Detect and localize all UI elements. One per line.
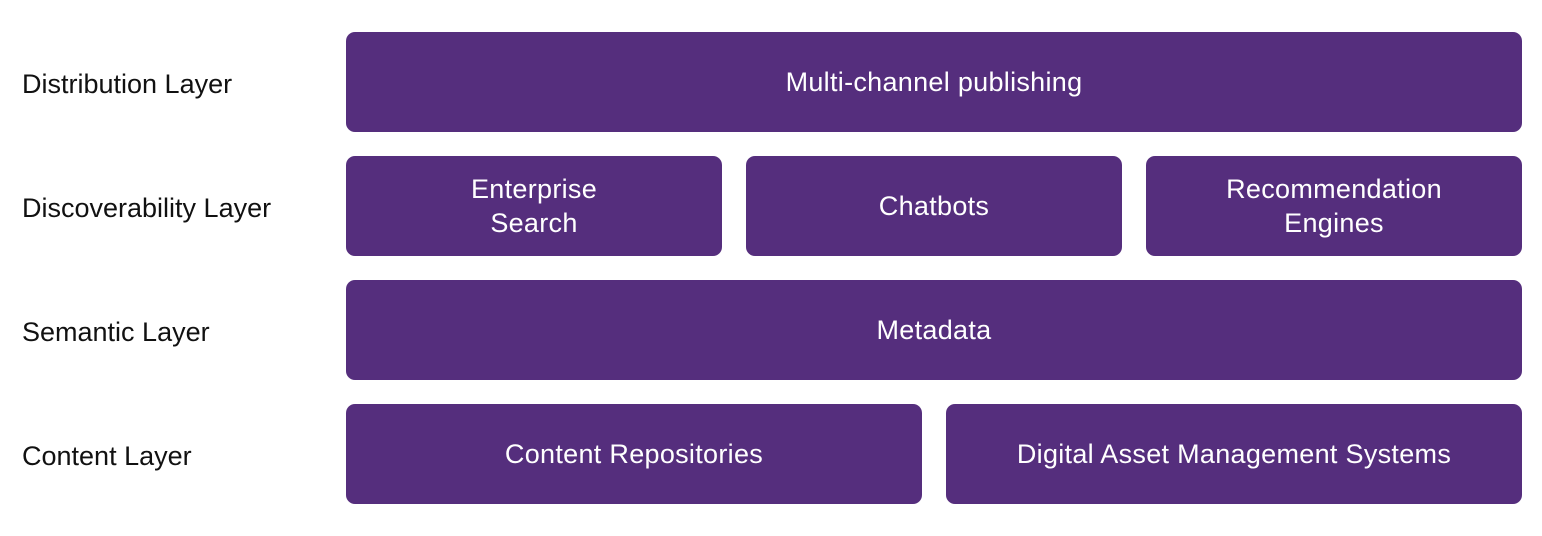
box-chatbots: Chatbots: [746, 156, 1122, 256]
box-digital-asset-management-systems: Digital Asset Management Systems: [946, 404, 1522, 504]
layer-label-distribution: Distribution Layer: [22, 69, 233, 99]
box-metadata: Metadata: [346, 280, 1522, 380]
box-enterprise-search: Enterprise Search: [346, 156, 722, 256]
box-multi-channel-publishing: Multi-channel publishing: [346, 32, 1522, 132]
layer-label-semantic: Semantic Layer: [22, 317, 210, 347]
box-content-repositories: Content Repositories: [346, 404, 922, 504]
layer-label-discoverability: Discoverability Layer: [22, 193, 272, 223]
layer-label-content: Content Layer: [22, 441, 192, 471]
box-recommendation-engines: Recommendation Engines: [1146, 156, 1522, 256]
